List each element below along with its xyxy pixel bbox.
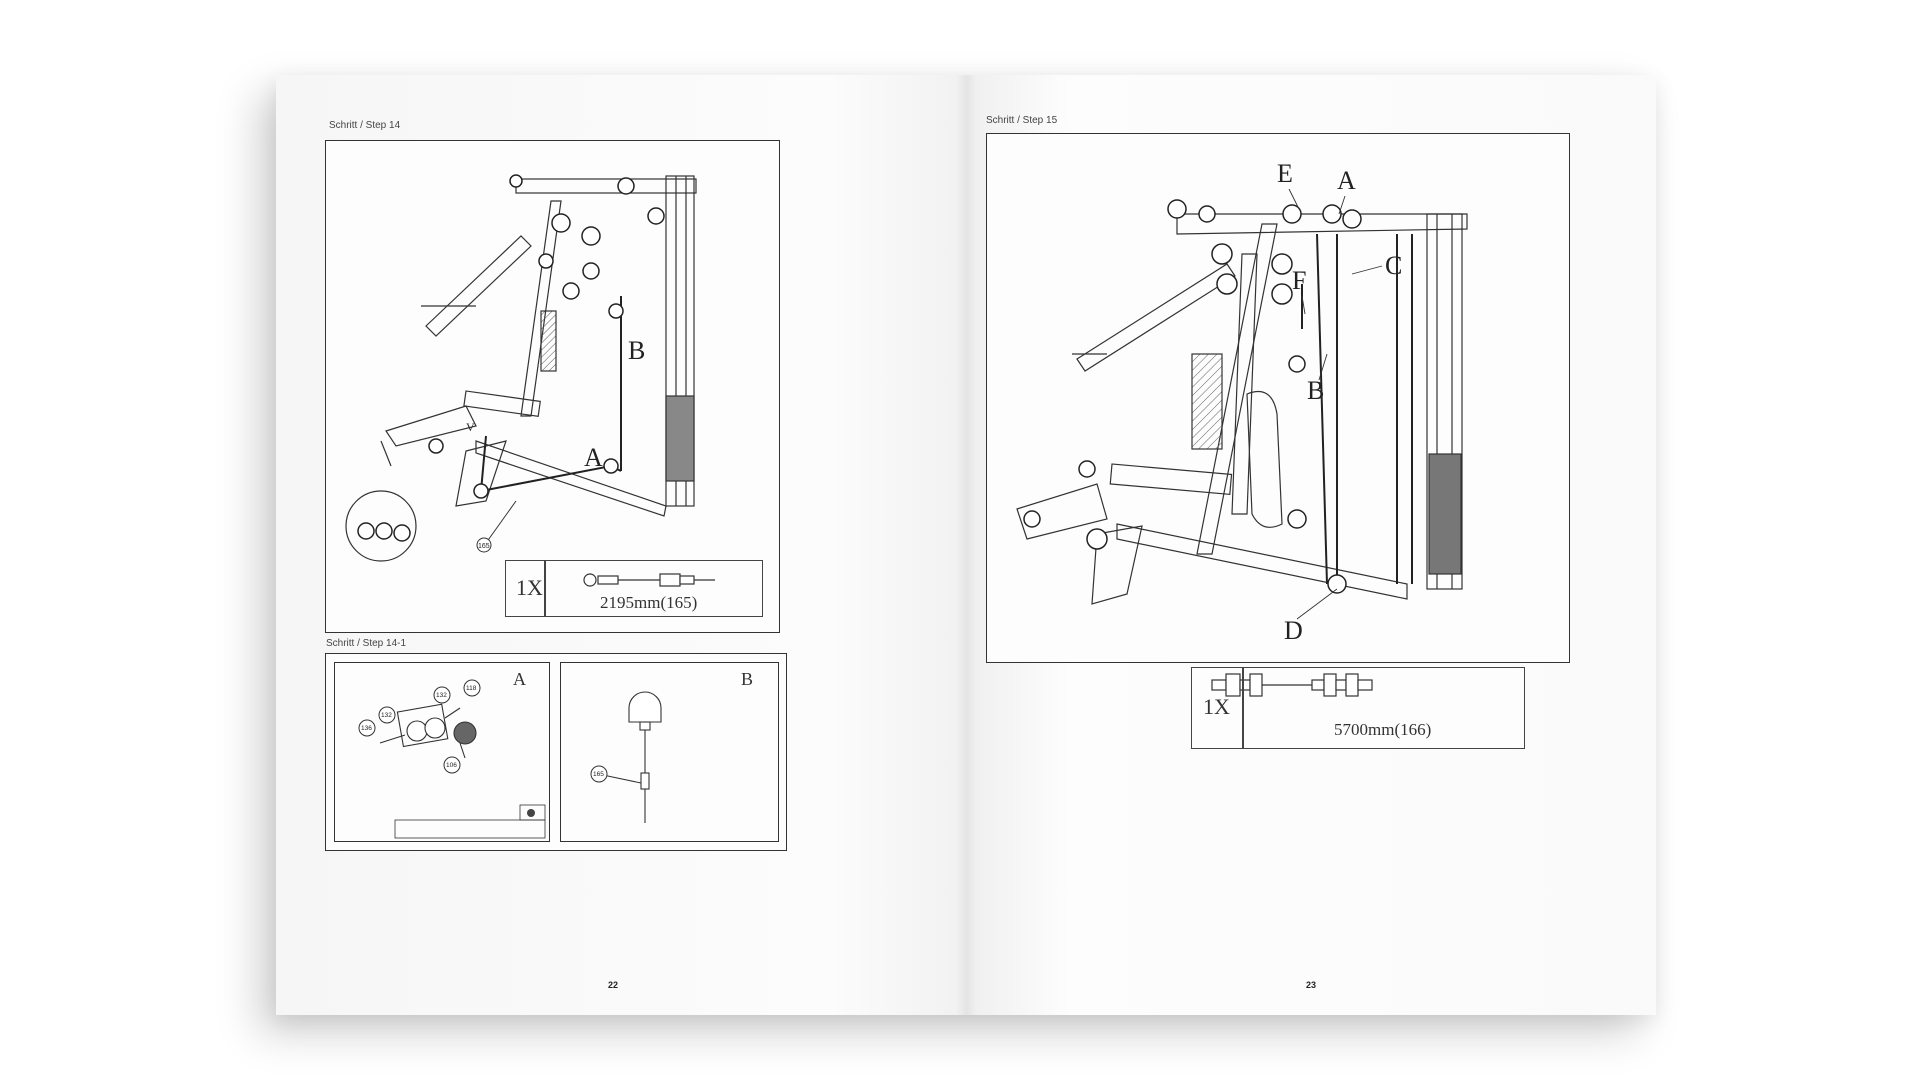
part-118-label: 118 [466,685,477,692]
detail-a-panel: 136 132 132 118 106 A [334,662,550,842]
step-14-diagram: B A V 165 1X [325,140,780,633]
callout-f-step15: F [1292,266,1306,295]
parts-box-divider [544,561,546,616]
step-14-label: Schritt / Step 14 [329,120,401,131]
book-spine-shadow [956,75,976,1015]
detail-a-letter: A [513,669,526,689]
callout-b-step14: B [628,336,645,365]
callout-e-step15: E [1277,159,1293,188]
part-132-label-a: 132 [381,712,392,719]
page-number-left: 22 [608,980,619,990]
callout-d-step15: D [1284,616,1303,645]
detail-b-letter: B [741,669,753,689]
step-15-label: Schritt / Step 15 [986,115,1058,126]
step-14-1-label: Schritt / Step 14-1 [326,638,407,649]
part-165-detail-label: 165 [593,771,604,778]
step-15-diagram: E A C F B D [986,133,1570,663]
gym-assembly-drawing-step-14: B A V 165 [345,174,697,562]
cable-5700-spec: 5700mm(166) [1334,720,1432,739]
cable-5700-qty: 1X [1203,694,1230,719]
cable-5700-icon [1211,673,1373,697]
manual-page-left: Schritt / Step 14 [276,75,966,1015]
callout-v-step14: V [466,420,475,434]
part-136-label: 136 [361,725,372,732]
gym-assembly-drawing-step-15: E A C F B D [1016,159,1468,645]
detail-b-drawing: 165 B [590,669,753,823]
cable-2195-parts-box: 1X 2195mm(165) [505,560,763,617]
cable-2195-spec: 2195mm(165) [600,593,698,612]
callout-b-step15: B [1307,376,1324,405]
detail-b-panel: 165 B [560,662,779,842]
callout-c-step15: C [1385,251,1402,280]
cable-2195-qty: 1X [516,575,543,600]
open-manual-booklet: Schritt / Step 14 [276,75,1656,1015]
page-number-right: 23 [1306,980,1317,990]
part-165-marker: 165 [478,543,490,550]
parts-box-divider-right [1242,668,1244,748]
part-106-label: 106 [446,762,457,769]
cable-2195-icon [583,573,715,587]
callout-a-step15: A [1337,166,1356,195]
callout-a-step14: A [584,443,603,472]
step-14-1-frame: 136 132 132 118 106 A [325,653,787,851]
part-132-label-b: 132 [436,692,447,699]
manual-page-right: Schritt / Step 15 [966,75,1656,1015]
cable-5700-parts-box: 1X 5700mm(166) [1191,667,1525,749]
detail-a-drawing: 136 132 132 118 106 A [358,669,546,839]
